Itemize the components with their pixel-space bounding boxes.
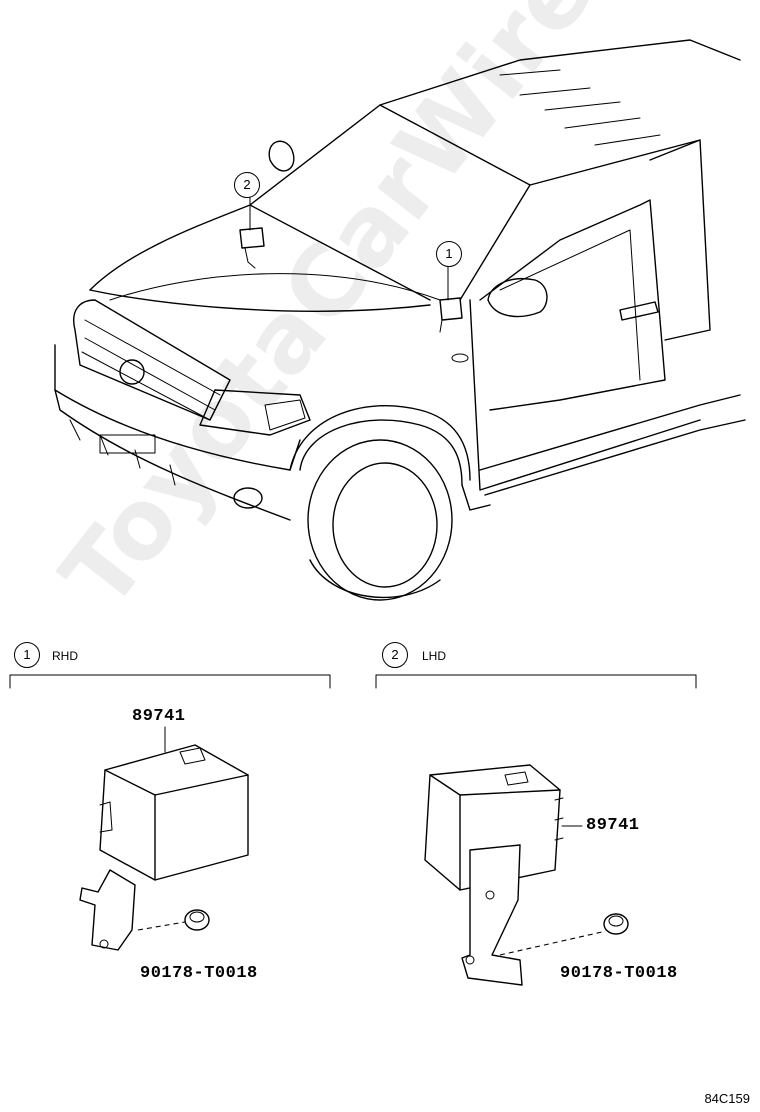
section-rhd-bracket: [9, 674, 331, 689]
section-rhd-number: 1: [14, 642, 40, 668]
lhd-module-drawing: [424, 764, 629, 986]
part-number-rhd-bolt: 90178-T0018: [140, 964, 258, 983]
rhd-module-drawing: [79, 726, 249, 951]
part-number-rhd-module: 89741: [132, 707, 186, 726]
section-lhd-label: LHD: [422, 649, 447, 663]
part-number-lhd-module: 89741: [586, 816, 640, 835]
section-lhd-number: 2: [382, 642, 408, 668]
figure-reference: 84C159: [704, 1091, 750, 1106]
vehicle-illustration: [54, 39, 746, 601]
callout-2: 2: [234, 172, 260, 198]
section-rhd-label: RHD: [52, 649, 78, 663]
part-number-lhd-bolt: 90178-T0018: [560, 964, 678, 983]
callout-1: 1: [436, 241, 462, 267]
section-lhd-bracket: [375, 674, 697, 689]
